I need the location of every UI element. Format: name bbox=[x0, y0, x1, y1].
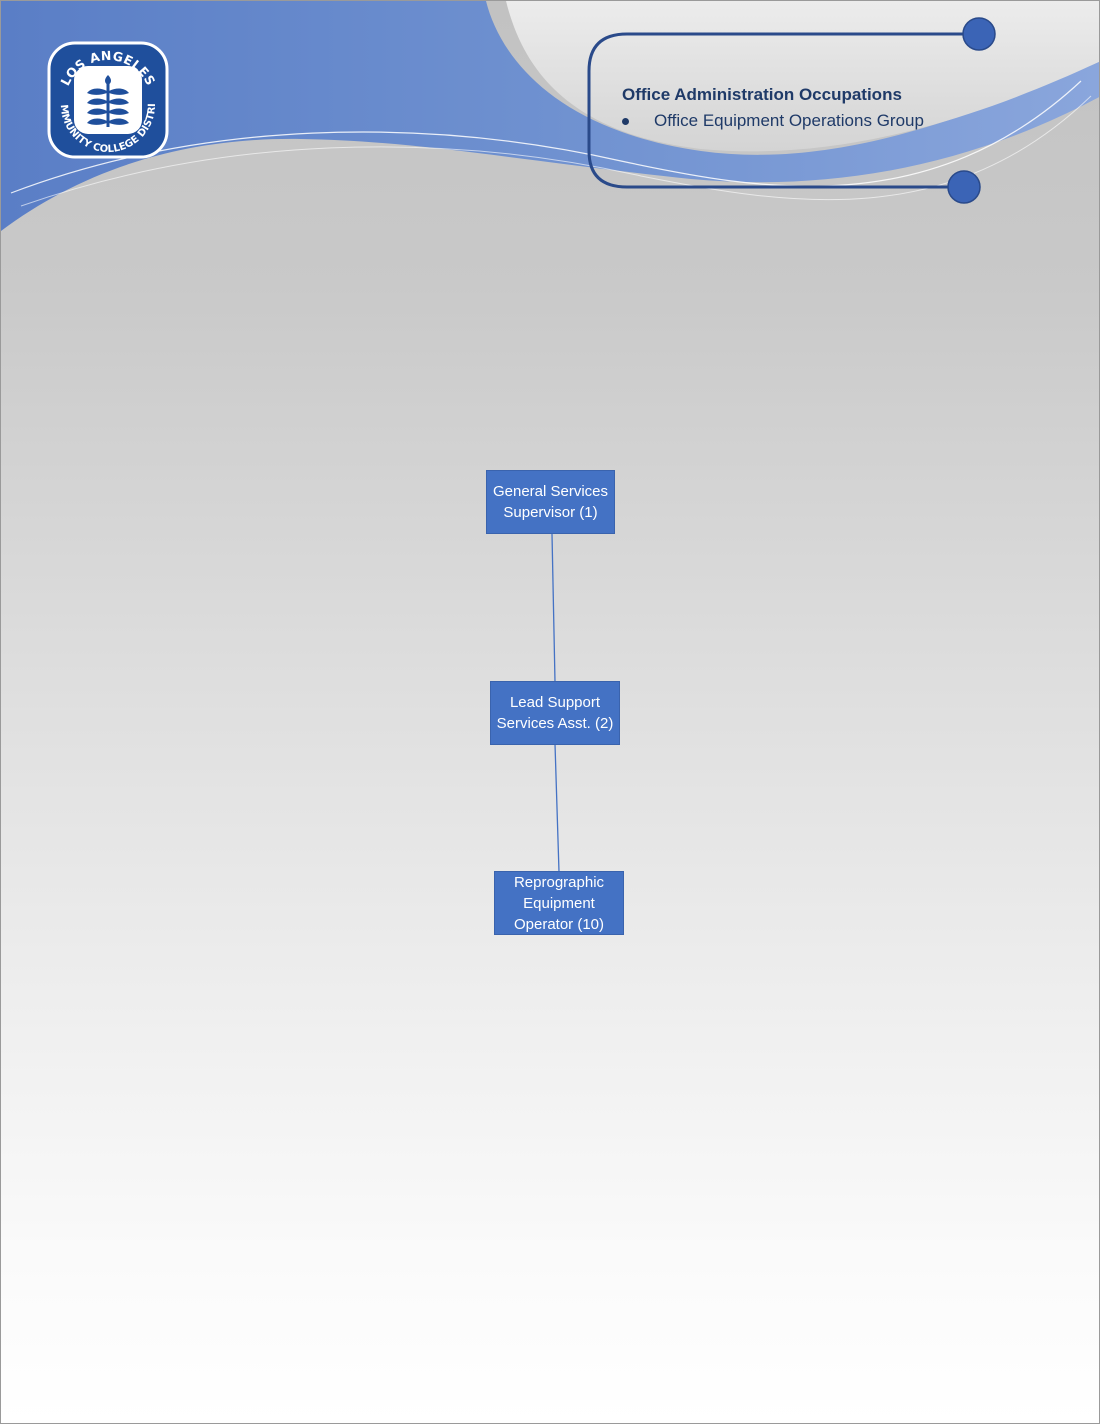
org-node-reprographic-equipment-operator: Reprographic Equipment Operator (10) bbox=[494, 871, 624, 935]
org-node-label: Reprographic Equipment Operator (10) bbox=[513, 873, 605, 933]
header-title: Office Administration Occupations bbox=[622, 85, 902, 104]
org-node-lead-support-services-asst: Lead Support Services Asst. (2) bbox=[490, 681, 620, 745]
connector-n2-n3 bbox=[554, 743, 560, 873]
org-node-general-services-supervisor: General Services Supervisor (1) bbox=[486, 470, 615, 534]
bullet-dot-icon bbox=[622, 117, 629, 125]
connector-n1-n2 bbox=[551, 533, 556, 683]
header-bullet-item: Office Equipment Operations Group bbox=[622, 111, 924, 131]
org-node-label: Lead Support Services Asst. (2) bbox=[496, 694, 614, 732]
lacc-district-logo: LOS ANGELES COMMUNITY COLLEGE DISTRICT bbox=[47, 41, 169, 159]
header-wave-art bbox=[1, 1, 1099, 231]
header-bullet-text: Office Equipment Operations Group bbox=[654, 111, 924, 130]
org-node-label: General Services Supervisor (1) bbox=[492, 483, 609, 521]
